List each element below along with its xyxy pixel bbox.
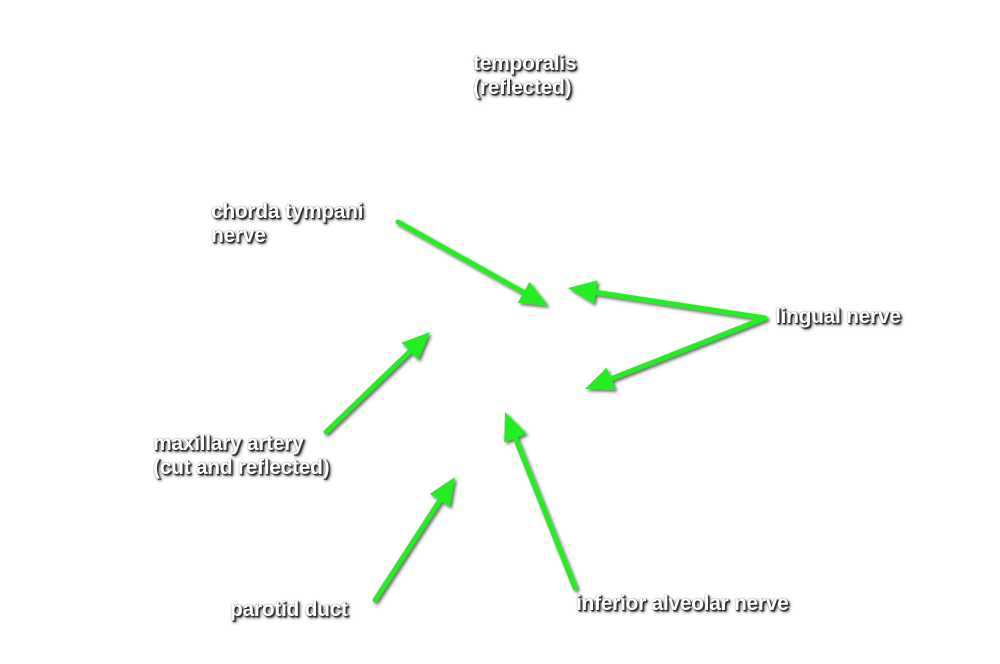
arrow-chorda-tympani xyxy=(395,219,548,306)
label-lingual-nerve: lingual nerve xyxy=(775,305,901,328)
arrow-lingual-lower-head xyxy=(585,367,616,390)
label-chorda-tympani-nerve: chorda tympani nerve xyxy=(211,200,364,247)
arrow-lingual-upper-head xyxy=(568,280,598,305)
arrow-inferior-alveolar xyxy=(504,412,578,591)
label-maxillary-artery: maxillary artery (cut and reflected) xyxy=(153,432,330,479)
arrow-chorda-tympani-head xyxy=(517,281,548,306)
label-parotid-duct: parotid duct xyxy=(230,598,348,621)
arrow-parotid-duct-shaft xyxy=(372,494,445,603)
arrow-lingual-lower xyxy=(585,315,768,390)
arrow-lingual-upper-shaft xyxy=(589,289,768,321)
arrow-maxillary-artery xyxy=(323,332,430,435)
arrow-maxillary-artery-shaft xyxy=(323,346,416,435)
arrow-parotid-duct xyxy=(372,477,455,603)
arrow-inferior-alveolar-head xyxy=(504,412,527,443)
arrow-chorda-tympani-shaft xyxy=(395,219,530,297)
label-inferior-alveolar-nerve: inferior alveolar nerve xyxy=(576,592,789,615)
arrow-inferior-alveolar-shaft xyxy=(511,431,578,591)
arrow-maxillary-artery-head xyxy=(401,332,430,361)
arrow-lingual-upper xyxy=(568,280,768,321)
arrow-lingual-lower-shaft xyxy=(604,315,768,383)
arrow-parotid-duct-head xyxy=(429,477,455,508)
label-temporalis: temporalis (reflected) xyxy=(473,52,577,99)
